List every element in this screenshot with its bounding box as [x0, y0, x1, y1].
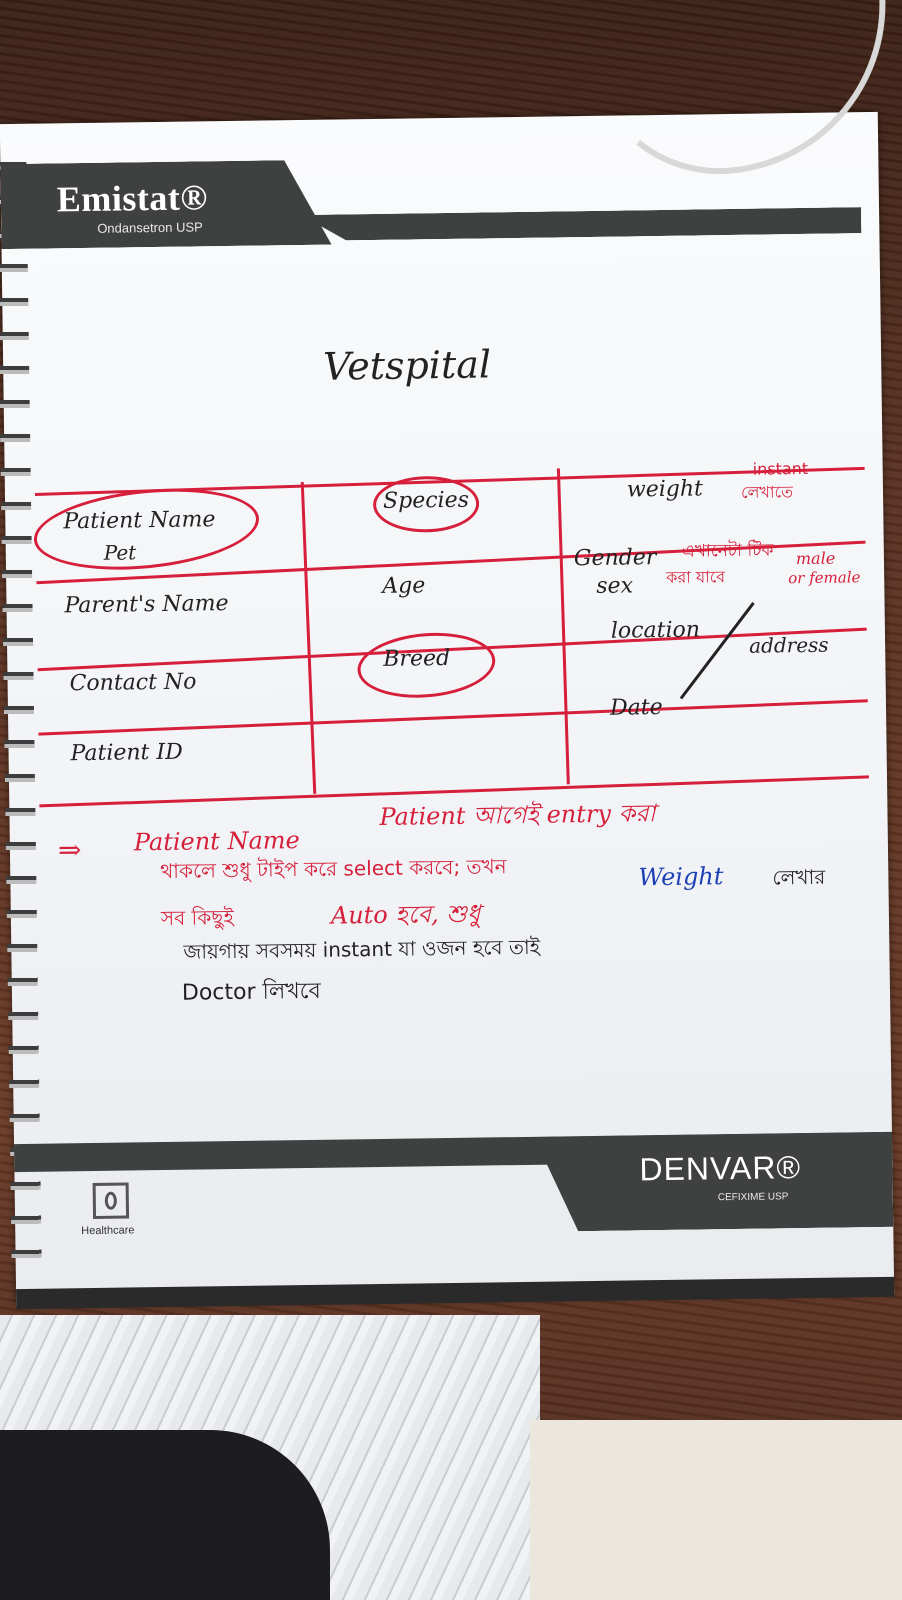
grid-line — [300, 481, 317, 794]
note-line-3a: সব কিছুই — [160, 904, 235, 931]
cell-location: location — [610, 617, 701, 644]
cell-pet: Pet — [103, 540, 137, 565]
arrow-mark: ⇒ — [57, 833, 82, 867]
cell-gender: Gender — [573, 545, 657, 572]
page-title: Vetspital — [322, 342, 492, 389]
cell-patient-id: Patient ID — [70, 739, 183, 767]
weight-note: লেখাতে — [740, 482, 794, 502]
note-line-3b: Auto হবে, শুধু — [330, 899, 481, 930]
cell-parents-name: Parent's Name — [64, 591, 229, 619]
cell-date: Date — [609, 694, 663, 721]
gender-note: male — [795, 548, 836, 569]
gender-note: করা যাবে — [666, 567, 726, 587]
note-line-4: জায়গায় সবসময় instant যা ওজন হবে তাই — [183, 934, 541, 964]
note-line-5: Doctor লিখবে — [181, 978, 321, 1006]
note-line-1b: Patient আগেই entry করা — [379, 799, 656, 831]
cell-weight: weight — [626, 476, 704, 503]
dark-fabric — [0, 1430, 330, 1600]
cell-breed: Breed — [383, 645, 451, 672]
cell-patient-name: Patient Name — [63, 507, 216, 535]
footer-brand-sub: CEFIXIME USP — [717, 1191, 789, 1204]
notepad-page: Emistat® Ondansetron USP Vetspital Patie… — [0, 111, 895, 1310]
healthcare-label: Healthcare — [81, 1224, 135, 1238]
note-line-3d: লেখার — [772, 864, 826, 890]
cell-age: Age — [382, 573, 426, 599]
grid-line — [556, 468, 570, 785]
note-line-1a: Patient Name — [133, 826, 300, 857]
cell-species: Species — [382, 487, 470, 514]
cell-sex: sex — [596, 573, 634, 599]
header-brand-sub: Ondansetron USP — [97, 219, 203, 236]
note-line-2: থাকলে শুধু টাইপ করে select করবে; তখন — [160, 854, 507, 884]
note-line-3c: Weight — [638, 862, 724, 892]
header-brand: Emistat® — [56, 177, 209, 220]
grid-line — [38, 699, 868, 736]
weight-note: instant — [752, 458, 809, 479]
header-line — [301, 207, 861, 241]
cell-address: address — [748, 632, 829, 658]
gender-note: or female — [788, 568, 861, 588]
gender-note: এখানেটা টিক — [681, 540, 774, 562]
background-wall — [530, 1420, 902, 1600]
cell-contact-no: Contact No — [69, 669, 197, 697]
healthcare-logo-icon — [92, 1182, 130, 1219]
footer-brand: DENVAR® — [639, 1149, 802, 1188]
